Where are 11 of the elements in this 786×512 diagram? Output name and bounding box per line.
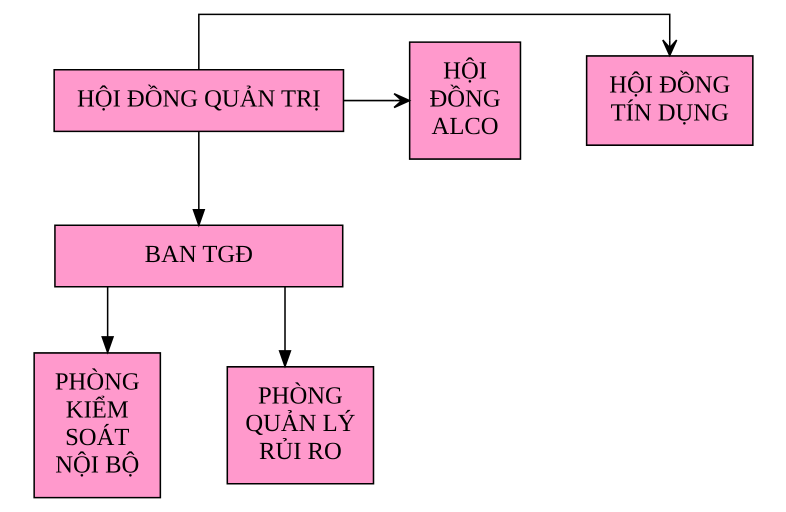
arrow (198, 14, 677, 70)
node-box: BAN TGĐ (54, 224, 343, 288)
arrow (343, 92, 410, 108)
arrow (192, 132, 205, 228)
node-box: PHÒNG QUẢN LÝ RỦI RO (226, 366, 374, 485)
arrow (278, 287, 291, 369)
node-box: HỘI ĐỒNG QUẢN TRỊ (52, 69, 344, 132)
node-box: HỘI ĐỒNG ALCO (408, 41, 521, 160)
node-box: PHÒNG KIỂM SOÁT NỘI BỘ (32, 352, 161, 498)
node-box: HỘI ĐỒNG TÍN DỤNG (585, 55, 754, 146)
arrow (100, 287, 114, 355)
